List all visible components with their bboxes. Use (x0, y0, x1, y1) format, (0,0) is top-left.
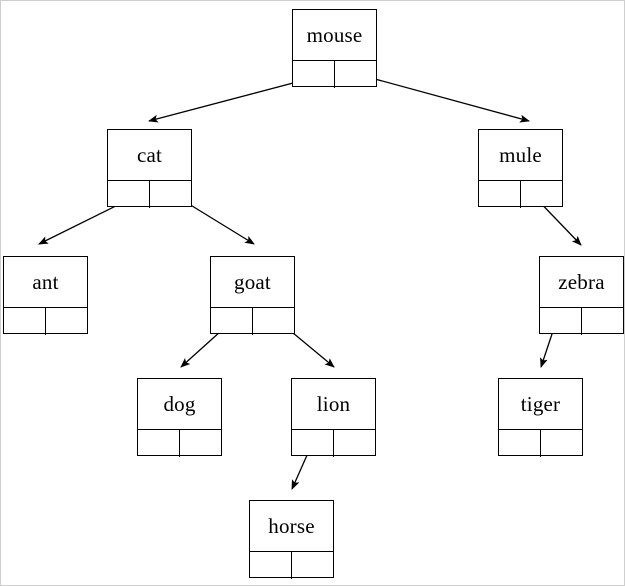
tree-node-pointer-row (4, 307, 87, 335)
right-pointer-cell[interactable] (582, 308, 624, 335)
right-pointer-cell[interactable] (335, 61, 377, 88)
tree-node-label: horse (268, 513, 315, 538)
right-pointer-cell[interactable] (180, 430, 222, 457)
tree-node-lion[interactable]: lion (291, 378, 376, 457)
right-pointer-cell[interactable] (334, 430, 376, 457)
tree-node-label: zebra (558, 269, 605, 294)
right-pointer-cell[interactable] (150, 181, 192, 208)
left-pointer-cell[interactable] (292, 430, 334, 457)
left-pointer-cell[interactable] (250, 552, 292, 579)
right-pointer-cell[interactable] (292, 552, 334, 579)
tree-node-label: mouse (306, 22, 363, 47)
tree-node-pointer-row (479, 180, 562, 208)
left-pointer-cell[interactable] (499, 430, 541, 457)
tree-node-pointer-row (293, 60, 376, 88)
tree-node-label: mule (499, 142, 542, 167)
tree-node-mule[interactable]: mule (478, 129, 563, 208)
left-pointer-cell[interactable] (4, 308, 46, 335)
tree-node-pointer-row (499, 429, 582, 457)
left-pointer-cell[interactable] (211, 308, 253, 335)
right-pointer-cell[interactable] (253, 308, 295, 335)
tree-node-label: ant (32, 269, 59, 294)
tree-node-pointer-row (540, 307, 623, 335)
left-pointer-cell[interactable] (108, 181, 150, 208)
tree-node-tiger[interactable]: tiger (498, 378, 583, 457)
tree-node-ant[interactable]: ant (3, 256, 88, 335)
left-pointer-cell[interactable] (540, 308, 582, 335)
left-pointer-cell[interactable] (293, 61, 335, 88)
tree-node-cat[interactable]: cat (107, 129, 192, 208)
tree-node-label: dog (163, 391, 196, 416)
tree-node-horse[interactable]: horse (249, 500, 334, 579)
tree-node-label: tiger (520, 391, 561, 416)
edge-mouse-to-mule (352, 72, 530, 123)
tree-node-pointer-row (108, 180, 191, 208)
tree-node-zebra[interactable]: zebra (539, 256, 624, 335)
tree-node-label: cat (136, 142, 163, 167)
tree-node-pointer-row (138, 429, 221, 457)
tree-node-pointer-row (292, 429, 375, 457)
left-pointer-cell[interactable] (138, 430, 180, 457)
right-pointer-cell[interactable] (541, 430, 583, 457)
left-pointer-cell[interactable] (479, 181, 521, 208)
tree-node-mouse[interactable]: mouse (292, 9, 377, 88)
tree-node-label: lion (316, 391, 351, 416)
tree-node-goat[interactable]: goat (210, 256, 295, 335)
tree-node-pointer-row (211, 307, 294, 335)
tree-node-label: goat (234, 269, 271, 294)
tree-node-dog[interactable]: dog (137, 378, 222, 457)
tree-node-pointer-row (250, 551, 333, 579)
right-pointer-cell[interactable] (46, 308, 88, 335)
right-pointer-cell[interactable] (521, 181, 563, 208)
